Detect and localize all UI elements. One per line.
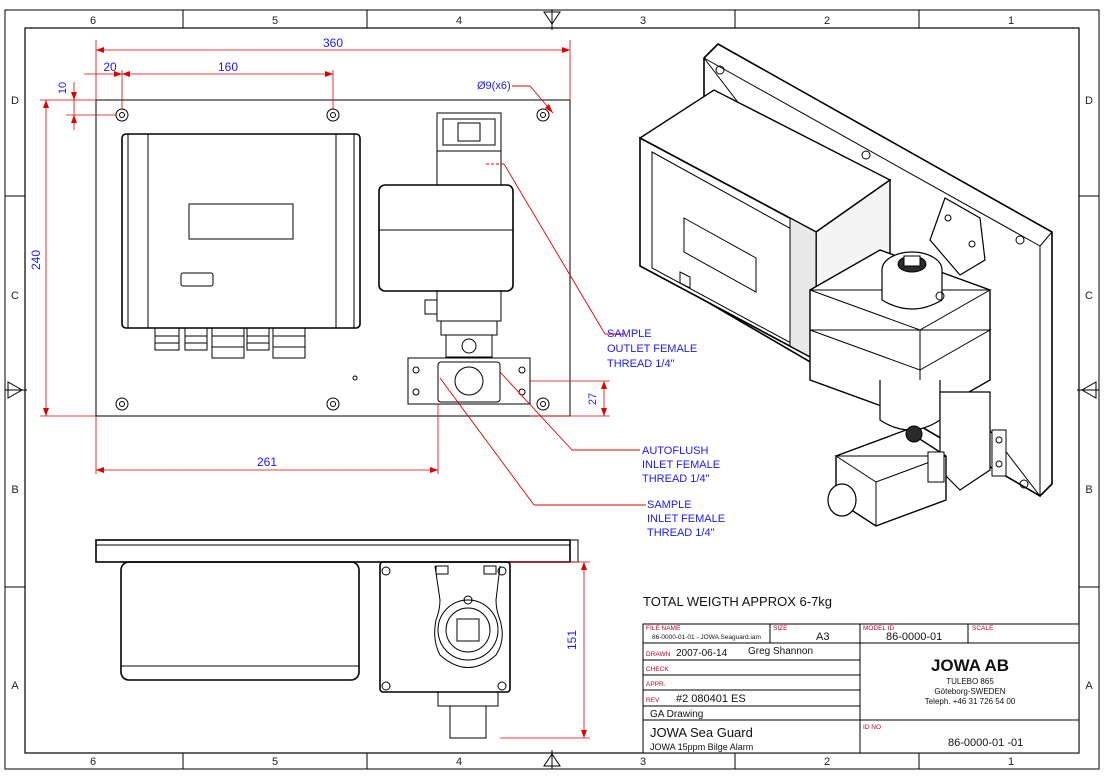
id-no-value: 86-0000-01 -01 — [948, 737, 1023, 749]
zone-row-label: D — [11, 95, 19, 107]
sensor-assembly — [378, 112, 531, 405]
dim-overall-width: 360 — [323, 36, 343, 50]
zone-col-label: 4 — [456, 15, 462, 27]
callout-autoflush-inlet: AUTOFLUSH INLET FEMALE THREAD 1/4" — [642, 445, 720, 485]
callout-sample-outlet: SAMPLE OUTLET FEMALE THREAD 1/4" — [607, 328, 697, 370]
zone-labels-top: 6 5 4 3 2 1 — [90, 15, 1014, 27]
drawing-subtitle: JOWA 15ppm Bilge Alarm — [650, 742, 753, 752]
zone-col-label: 1 — [1008, 15, 1014, 27]
zone-col-label: 5 — [272, 15, 278, 27]
zone-labels-bottom: 6 5 4 3 2 1 — [90, 756, 1014, 768]
front-view — [95, 99, 571, 417]
model-id-value: 86-0000-01 — [886, 631, 942, 643]
rev-label: REV — [646, 697, 660, 704]
dim-hole-pitch: 160 — [218, 60, 238, 74]
display-window — [188, 203, 294, 240]
callout-line: THREAD 1/4" — [607, 358, 675, 370]
company-name: JOWA AB — [931, 656, 1009, 675]
zone-col-label: 6 — [90, 15, 96, 27]
zone-col-label: 2 — [824, 756, 830, 768]
mounting-plate — [95, 99, 571, 417]
size-label: SIZE — [773, 625, 788, 632]
zone-labels-right: D C B A — [1085, 95, 1093, 692]
zone-col-label: 3 — [640, 15, 646, 27]
scale-label: SCALE — [972, 625, 994, 632]
drawing-title: JOWA Sea Guard — [650, 725, 753, 740]
dim-inlet-offset: 261 — [257, 455, 277, 469]
front-dimensions: 360 160 20 10 240 261 27 Ø9(x6) — [29, 36, 610, 474]
callout-line: THREAD 1/4" — [642, 473, 710, 485]
total-weight: TOTAL WEIGTH APPROX 6-7kg — [643, 594, 832, 609]
zone-row-label: C — [1085, 290, 1093, 302]
company-address-2: Göteborg-SWEDEN — [934, 687, 1005, 696]
plate-edge — [95, 539, 571, 563]
sensor-side — [379, 561, 511, 739]
zone-col-label: 3 — [640, 756, 646, 768]
indicator — [180, 272, 214, 287]
drawing-type: GA Drawing — [650, 709, 703, 720]
rev-value: #2 080401 ES — [676, 693, 746, 705]
drawn-label: DRAWN — [646, 651, 671, 658]
title-block: FILE NAME 86-0000-01-01 - JOWA Seaguard.… — [642, 623, 1080, 754]
id-no-label: ID NO — [863, 724, 881, 731]
size-value: A3 — [816, 631, 829, 643]
callout-line: OUTLET FEMALE — [607, 343, 697, 355]
dim-side-depth: 151 — [565, 630, 579, 650]
drawn-date: 2007-06-14 — [676, 648, 728, 659]
dim-edge-offset-y: 10 — [57, 82, 69, 94]
dim-hole-spec: Ø9(x6) — [477, 80, 511, 92]
check-label: CHECK — [646, 666, 669, 673]
dim-inlet-height: 27 — [587, 393, 599, 405]
zone-labels-left: D C B A — [11, 95, 19, 692]
cable-glands — [154, 327, 306, 359]
callout-sample-inlet: SAMPLE INLET FEMALE THREAD 1/4" — [647, 499, 725, 539]
file-name-label: FILE NAME — [646, 625, 681, 632]
zone-row-label: A — [11, 680, 19, 692]
callout-line: AUTOFLUSH — [642, 445, 708, 457]
zone-col-label: 4 — [456, 756, 462, 768]
zone-col-label: 1 — [1008, 756, 1014, 768]
appr-label: APPR. — [646, 681, 666, 688]
callout-line: INLET FEMALE — [647, 513, 725, 525]
enclosure-side — [120, 561, 360, 681]
callout-leaders — [439, 163, 646, 506]
callout-line: THREAD 1/4" — [647, 527, 715, 539]
side-view: 151 — [95, 539, 590, 739]
mounting-holes — [115, 108, 550, 411]
zone-col-label: 6 — [90, 756, 96, 768]
callout-line: SAMPLE — [607, 328, 652, 340]
company-phone: Teleph. +46 31 726 54 00 — [925, 697, 1016, 706]
sheet-frame — [4, 9, 1100, 770]
callout-line: INLET FEMALE — [642, 459, 720, 471]
callout-line: SAMPLE — [647, 499, 692, 511]
dim-overall-height: 240 — [29, 250, 43, 270]
zone-row-label: B — [1085, 484, 1092, 496]
zone-col-label: 2 — [824, 15, 830, 27]
zone-row-label: A — [1085, 680, 1093, 692]
file-name: 86-0000-01-01 - JOWA Seaguard.iam — [652, 634, 761, 641]
zone-col-label: 5 — [272, 756, 278, 768]
company-address-1: TULEBO 865 — [946, 677, 994, 686]
zone-row-label: D — [1085, 95, 1093, 107]
zone-row-label: B — [11, 484, 18, 496]
isometric-view — [638, 43, 1053, 527]
electronics-enclosure — [121, 133, 361, 359]
dim-edge-offset-x: 20 — [103, 60, 117, 74]
drawn-by: Greg Shannon — [748, 646, 813, 657]
zone-row-label: C — [11, 290, 19, 302]
model-id-label: MODEL ID — [863, 625, 894, 632]
